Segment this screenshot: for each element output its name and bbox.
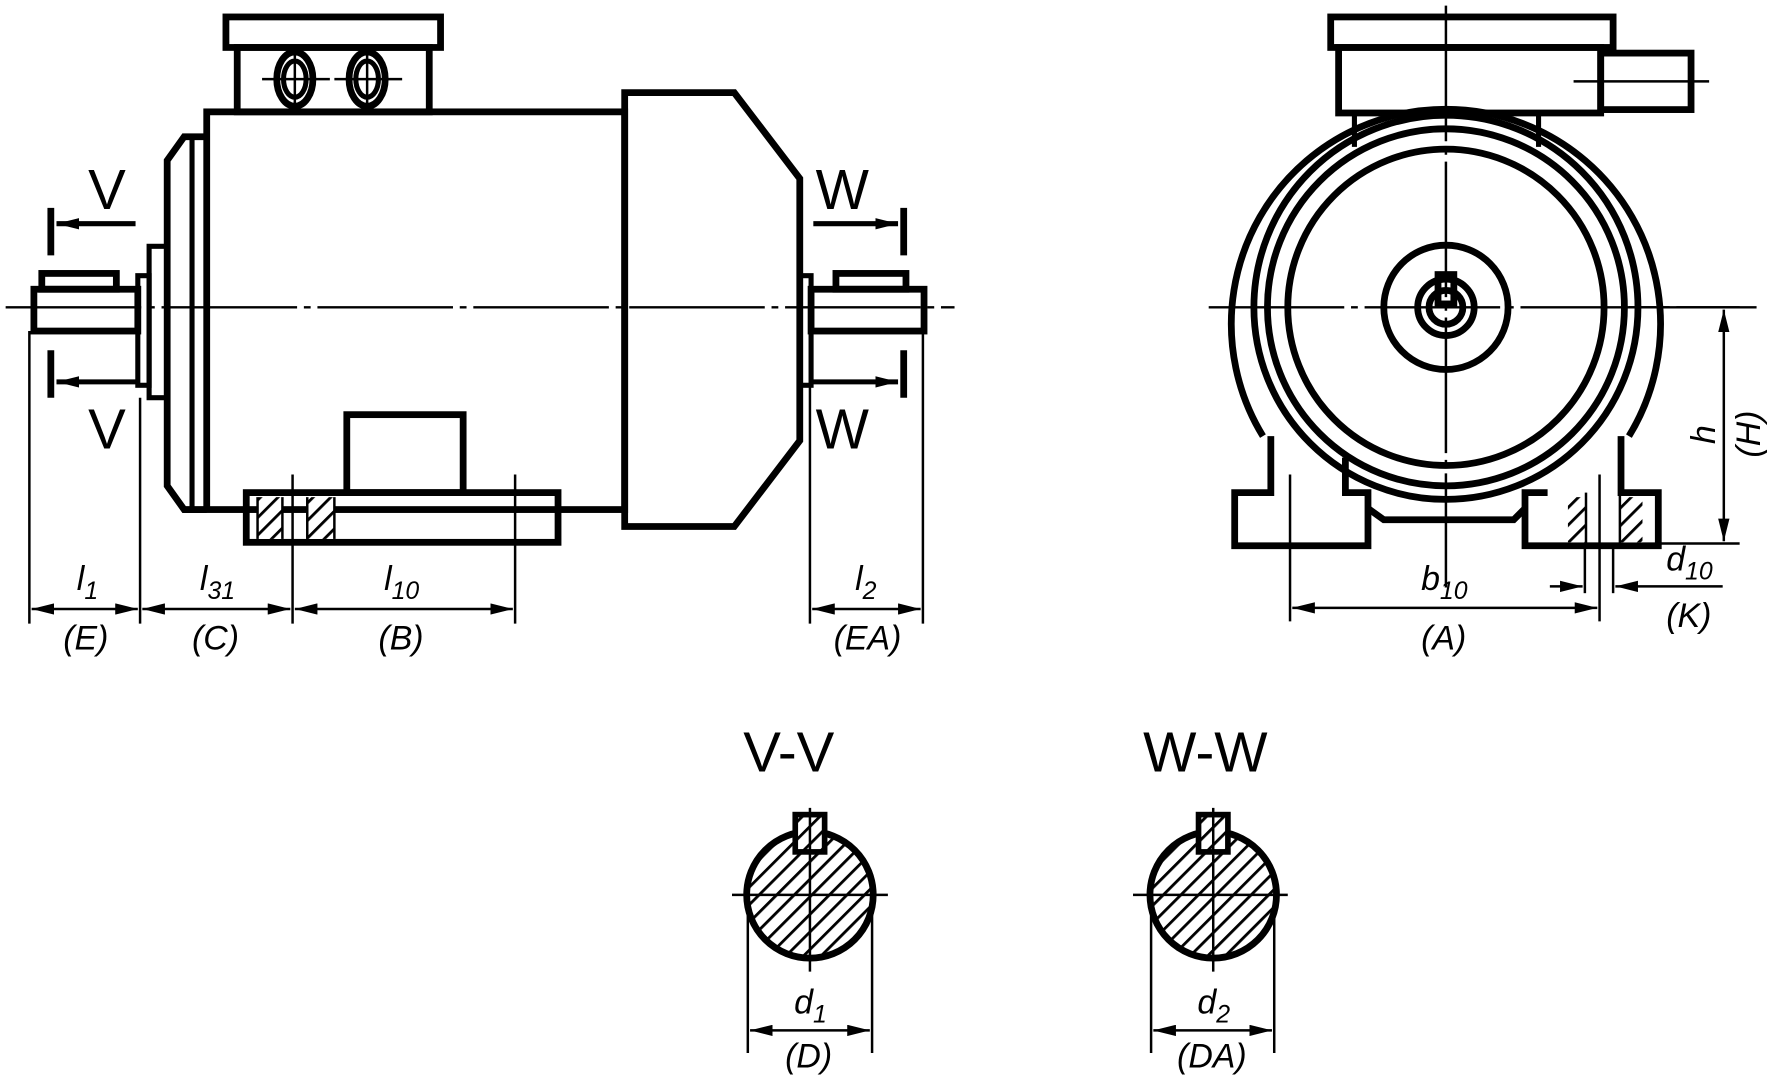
svg-text:(B): (B) <box>378 620 423 658</box>
dim-l31: l31 (C) <box>192 560 239 658</box>
svg-text:d2: d2 <box>1197 983 1230 1028</box>
dim-d10: d10 (K) <box>1666 541 1713 635</box>
section-letter: V <box>88 398 126 461</box>
svg-text:(E): (E) <box>63 620 108 658</box>
svg-text:(H): (H) <box>1730 411 1768 458</box>
section-letter: V <box>88 158 126 221</box>
shaft-drive-end <box>30 285 142 335</box>
svg-text:l10: l10 <box>384 560 419 605</box>
dim-d2: d2 (DA) <box>1177 983 1247 1075</box>
section-marker-w-bottom: W <box>813 350 908 461</box>
svg-text:(D): (D) <box>785 1038 832 1076</box>
svg-text:l2: l2 <box>855 560 877 605</box>
dim-H: (H) <box>1730 411 1768 458</box>
end-shield-front <box>163 133 207 513</box>
dim-d1: d1 (D) <box>785 983 832 1075</box>
cable-gland-1 <box>262 47 330 112</box>
section-letter: W <box>816 398 870 461</box>
section-marker-v-bottom: V <box>47 350 136 461</box>
svg-text:l1: l1 <box>77 560 98 605</box>
dim-l2: l2 (EA) <box>834 560 902 658</box>
section-title-vv: V-V <box>743 721 834 784</box>
svg-text:d1: d1 <box>794 983 827 1028</box>
fan-cover <box>621 89 804 530</box>
svg-text:d10: d10 <box>1666 541 1713 586</box>
section-v-v: V-V d1 (D) <box>731 721 888 1076</box>
svg-text:(EA): (EA) <box>834 620 902 658</box>
svg-text:(K): (K) <box>1666 597 1711 635</box>
svg-text:(A): (A) <box>1421 620 1466 658</box>
side-view: V V W W l1 (E) <box>5 13 955 658</box>
shaft-non-drive-end <box>807 285 928 335</box>
dim-l10: l10 (B) <box>378 560 423 658</box>
svg-text:h: h <box>1685 425 1723 444</box>
dim-h: h <box>1685 425 1723 444</box>
end-view: b10 (A) d10 (K) h (H) <box>1208 5 1768 658</box>
section-w-w: W-W d2 (DA) <box>1133 721 1288 1076</box>
foot-pad <box>343 411 467 497</box>
terminal-box-lid <box>222 13 444 51</box>
section-marker-w-top: W <box>813 158 908 256</box>
dim-b10: b10 (A) <box>1421 560 1468 658</box>
section-letter: W <box>816 158 870 221</box>
dim-l1: l1 (E) <box>63 560 108 658</box>
svg-text:l31: l31 <box>200 560 235 605</box>
foot-left <box>1231 436 1372 550</box>
svg-text:(DA): (DA) <box>1177 1038 1247 1076</box>
motor-frame <box>203 108 629 513</box>
section-title-ww: W-W <box>1143 721 1268 784</box>
svg-text:b10: b10 <box>1421 560 1468 605</box>
section-marker-v-top: V <box>47 158 136 256</box>
cable-gland-2 <box>334 47 403 112</box>
svg-text:(C): (C) <box>192 620 239 658</box>
